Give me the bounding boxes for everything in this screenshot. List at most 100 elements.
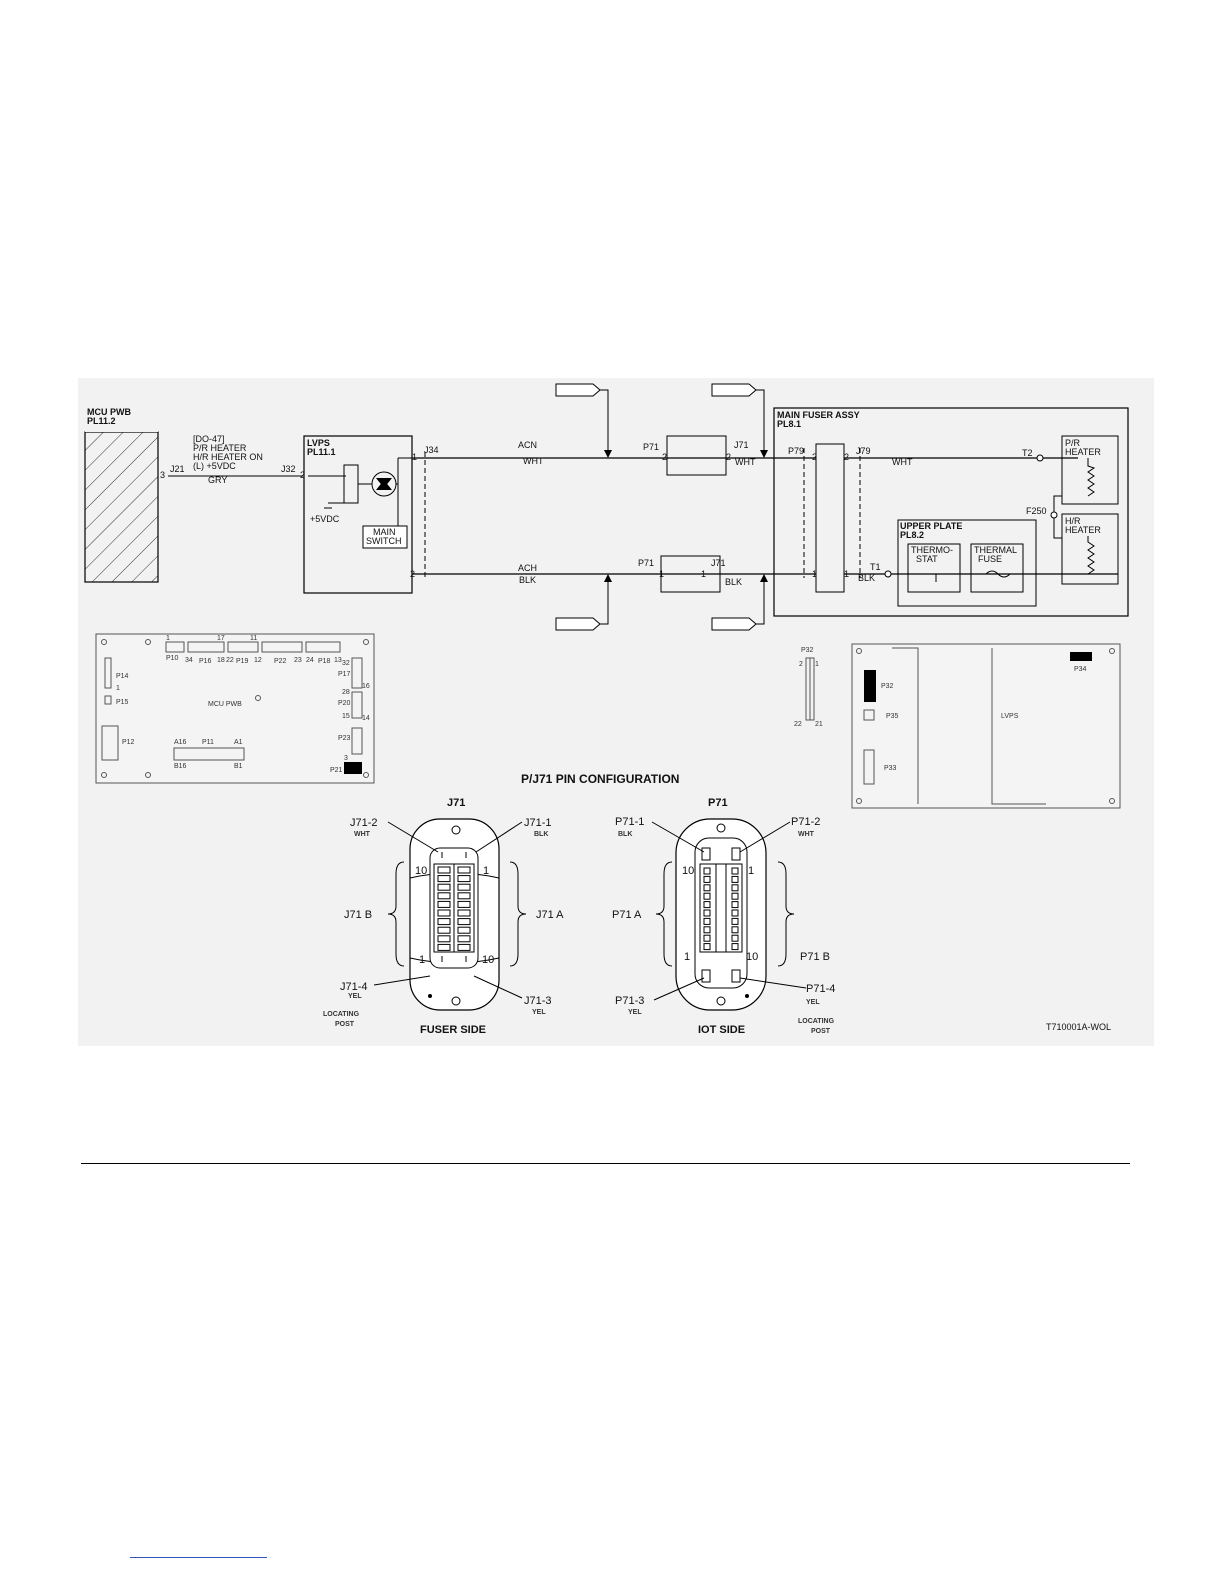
svg-text:WHT: WHT	[798, 831, 815, 838]
svg-text:FUSER SIDE: FUSER SIDE	[420, 1024, 486, 1036]
svg-text:1: 1	[419, 954, 425, 966]
pin-cell	[703, 901, 711, 909]
pin-cell	[731, 943, 739, 951]
svg-text:P19: P19	[236, 658, 249, 665]
svg-text:1: 1	[684, 951, 690, 963]
thermal-fuse-1: THERMAL	[974, 545, 1017, 555]
j71-top-pin: 2	[726, 452, 731, 462]
signal-line: [DO-47] P/R HEATER H/R HEATER ON (L) +5V…	[168, 434, 305, 485]
svg-text:J71-1: J71-1	[524, 817, 552, 829]
pin-config-title: P/J71 PIN CONFIGURATION	[521, 772, 679, 786]
svg-text:MCU PWB: MCU PWB	[208, 701, 242, 708]
svg-text:2: 2	[844, 452, 849, 462]
pin-cell	[437, 866, 451, 874]
pin-cell	[703, 909, 711, 917]
svg-text:P33: P33	[884, 765, 897, 772]
pin-cell	[731, 875, 739, 883]
svg-text:15: 15	[342, 713, 350, 720]
svg-text:3: 3	[344, 755, 348, 762]
svg-text:28: 28	[342, 689, 350, 696]
lvps-pin-1: 1	[412, 452, 417, 462]
pin-cell	[703, 884, 711, 892]
wht-label: WHT	[523, 456, 544, 466]
pin-cell	[457, 892, 471, 900]
pin-cell	[731, 934, 739, 942]
svg-text:B1: B1	[234, 763, 243, 770]
pin-cell	[437, 935, 451, 943]
wiring-diagram: MCU PWB PL11.2 3 [DO-47] P/R HEATER H/R …	[78, 378, 1154, 1046]
ach-label: ACH	[518, 563, 537, 573]
svg-text:YEL: YEL	[348, 993, 362, 1000]
fuser-title: MAIN FUSER ASSY	[777, 410, 860, 420]
thermostat-2: STAT	[916, 554, 938, 564]
pin-cell	[457, 900, 471, 908]
j21-label: J21	[170, 464, 185, 474]
svg-text:P11: P11	[202, 739, 214, 746]
svg-text:P22: P22	[274, 658, 287, 665]
pin-cell	[703, 892, 711, 900]
lvps-title: LVPS	[307, 438, 330, 448]
signal-code: [DO-47]	[193, 434, 225, 444]
pin-cell	[437, 926, 451, 934]
pin-cell	[703, 934, 711, 942]
svg-text:J71-3: J71-3	[524, 995, 552, 1007]
svg-text:18: 18	[217, 657, 225, 664]
svg-text:J71 A: J71 A	[536, 909, 564, 921]
svg-text:10: 10	[482, 954, 494, 966]
pin-cell	[731, 917, 739, 925]
p32-detail: P32 2 1 22 21	[794, 647, 823, 728]
signal-desc-2: H/R HEATER ON	[193, 452, 263, 462]
svg-text:P34: P34	[1074, 666, 1087, 673]
svg-text:13: 13	[334, 657, 342, 664]
pr-heater-2: HEATER	[1065, 447, 1101, 457]
svg-text:1: 1	[812, 569, 817, 579]
svg-text:P71 A: P71 A	[612, 909, 642, 921]
j71-pin-grid	[437, 866, 471, 951]
svg-text:22: 22	[226, 657, 234, 664]
pin-cell	[457, 926, 471, 934]
pin-cell	[731, 926, 739, 934]
pin-cell	[457, 866, 471, 874]
upper-plate-1: UPPER PLATE	[900, 521, 962, 531]
footer-link-underline[interactable]	[130, 1557, 267, 1558]
pin-cell	[437, 875, 451, 883]
p71-top-label: P71	[643, 442, 659, 452]
p79-label: P79	[788, 446, 804, 456]
svg-text:A1: A1	[234, 739, 243, 746]
j34-label: J34	[424, 445, 439, 455]
pin-cell	[703, 917, 711, 925]
svg-text:2: 2	[799, 661, 803, 668]
svg-text:P71-2: P71-2	[791, 816, 820, 828]
pin-cell	[457, 918, 471, 926]
mcu-pwb-title: MCU PWB	[87, 407, 131, 417]
svg-text:1: 1	[483, 865, 489, 877]
svg-text:P71 B: P71 B	[800, 951, 830, 963]
svg-text:BLK: BLK	[534, 831, 548, 838]
blk2-label: BLK	[725, 577, 742, 587]
mcu-pwb-block: MCU PWB PL11.2 3	[84, 405, 165, 583]
svg-text:1: 1	[166, 635, 170, 642]
svg-text:P71-3: P71-3	[615, 995, 644, 1007]
pin-cell	[703, 875, 711, 883]
hr-heater-1: H/R	[1065, 516, 1081, 526]
j71-connector: J71 10 1 1 10 J71-2 WHT J71-1 BLK J71 B …	[323, 797, 564, 1036]
svg-text:J71: J71	[447, 797, 465, 809]
pin-cell	[731, 901, 739, 909]
t2-label: T2	[1022, 448, 1033, 458]
pin-cell	[437, 909, 451, 917]
svg-text:J71-2: J71-2	[350, 817, 378, 829]
thermostat-1: THERMO-	[911, 545, 953, 555]
pr-heater-1: P/R	[1065, 438, 1081, 448]
mcu-pin-3: 3	[160, 470, 165, 480]
j79-label: J79	[856, 446, 871, 456]
svg-text:YEL: YEL	[806, 999, 820, 1006]
p71-bot-label: P71	[638, 558, 654, 568]
svg-text:J71-4: J71-4	[340, 981, 368, 993]
main-switch-1: MAIN	[373, 527, 396, 537]
svg-text:P18: P18	[318, 658, 331, 665]
svg-text:P10: P10	[166, 655, 179, 662]
svg-text:1: 1	[748, 865, 754, 877]
svg-text:10: 10	[746, 951, 758, 963]
j32-label: J32	[281, 464, 296, 474]
svg-text:LVPS: LVPS	[1001, 713, 1019, 720]
